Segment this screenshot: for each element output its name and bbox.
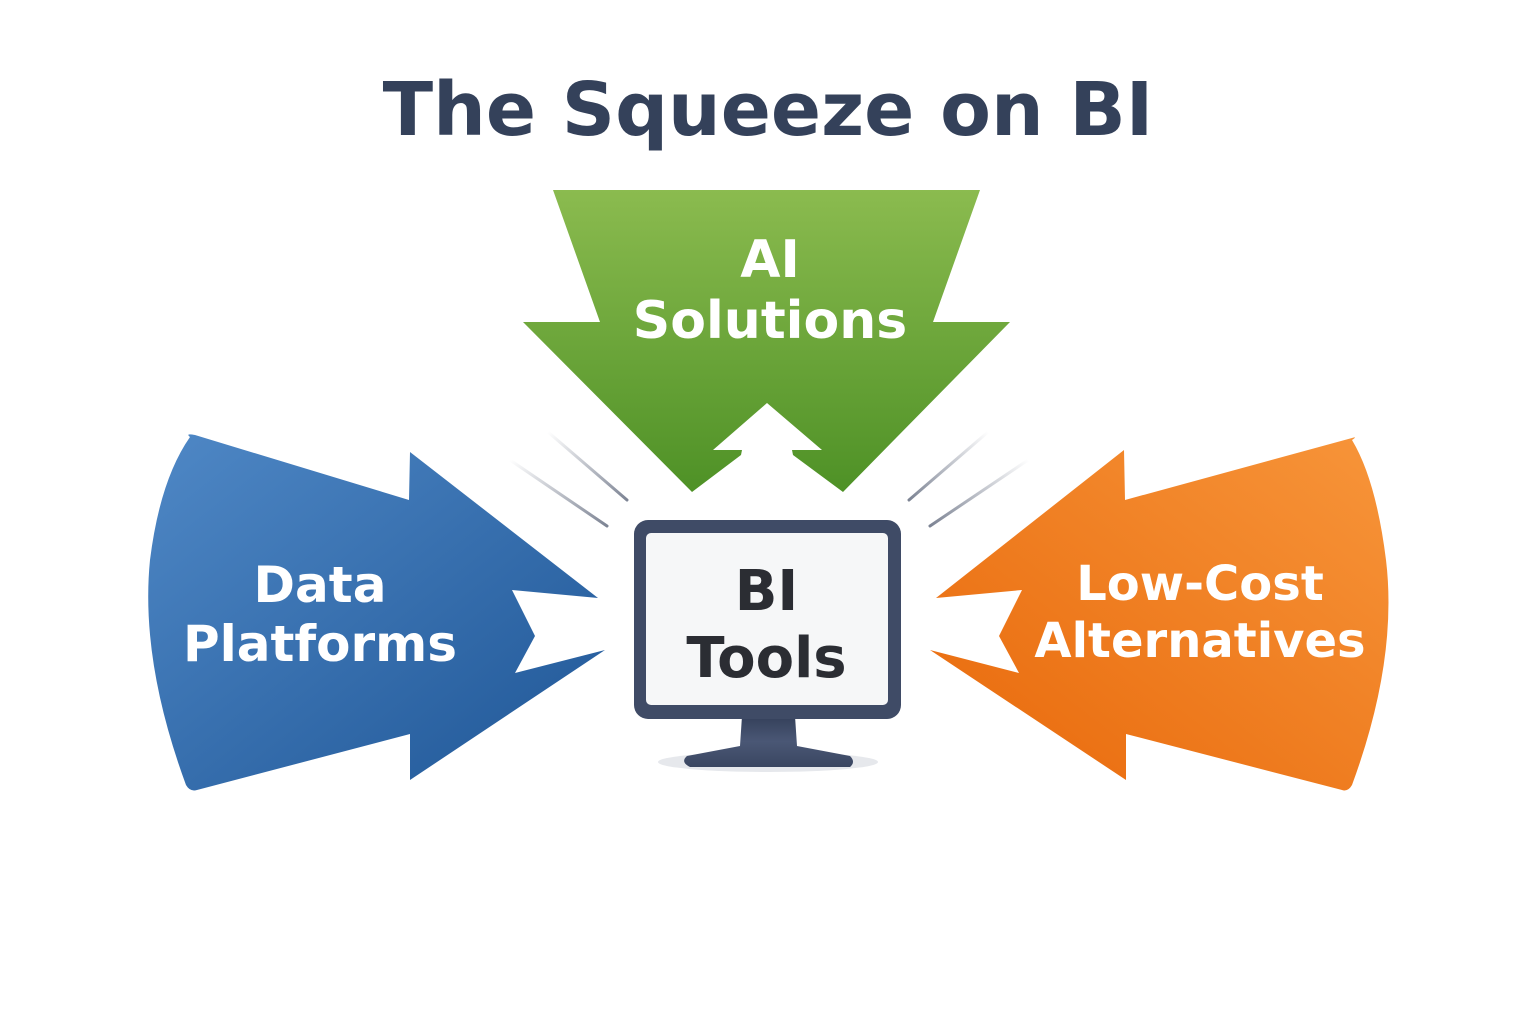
- page-title: The Squeeze on BI: [382, 67, 1154, 153]
- data-platforms-label: Data Platforms: [170, 556, 470, 674]
- label-line: Low-Cost: [1076, 556, 1324, 612]
- bi-tools-label: BI Tools: [646, 558, 887, 692]
- motion-line: [508, 458, 609, 528]
- arrow-down-icon: [523, 190, 1010, 492]
- monitor-stand: [684, 716, 853, 767]
- label-line: AI: [740, 230, 800, 290]
- label-line: Platforms: [182, 615, 458, 673]
- label-line: Data: [253, 556, 387, 614]
- motion-line: [928, 458, 1030, 528]
- label-line: Tools: [686, 626, 847, 692]
- arrow-left-icon: [930, 437, 1389, 791]
- monitor-icon: [634, 520, 901, 772]
- monitor-screen: [646, 533, 888, 705]
- motion-line: [546, 430, 629, 502]
- motion-lines-right: [907, 430, 1030, 528]
- label-line: Alternatives: [1034, 612, 1366, 669]
- low-cost-alternatives-label: Low-Cost Alternatives: [1030, 556, 1370, 669]
- arrow-right-icon: [148, 434, 605, 791]
- motion-line: [907, 430, 990, 502]
- ai-solutions-label: AI Solutions: [600, 230, 940, 353]
- label-line: BI: [734, 559, 799, 624]
- motion-lines-left: [508, 430, 629, 528]
- label-line: Solutions: [632, 291, 908, 352]
